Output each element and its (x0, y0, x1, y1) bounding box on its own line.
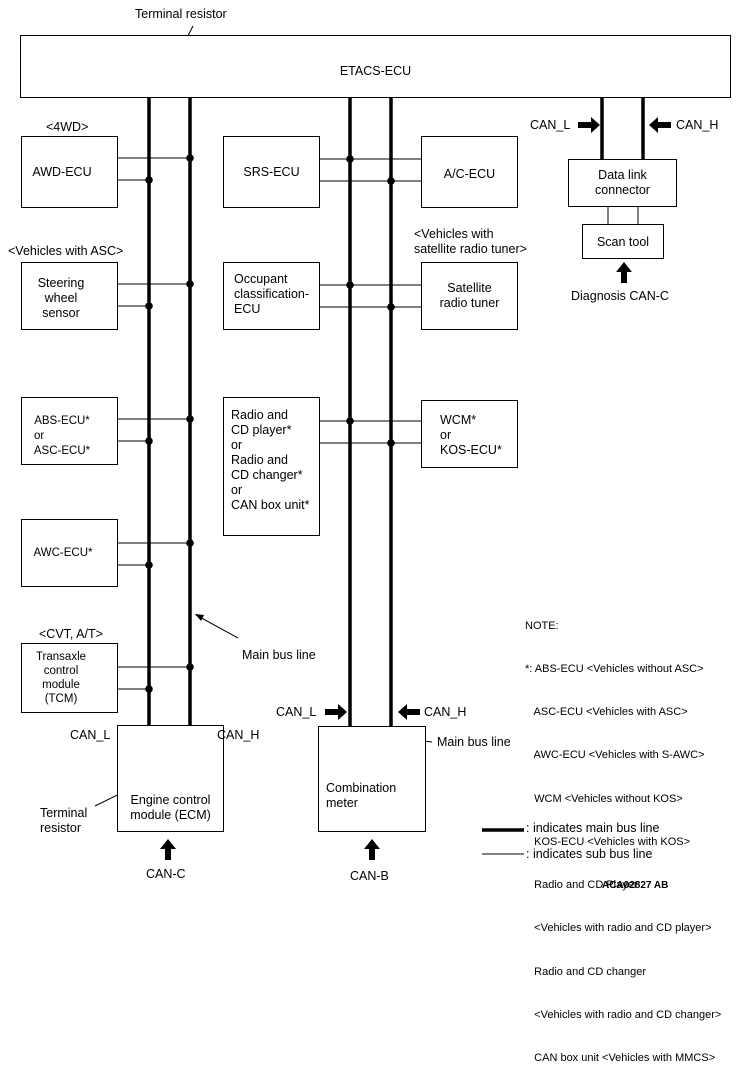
can-b-label: CAN-B (350, 869, 389, 883)
can-l-label-left: CAN_L (70, 728, 111, 742)
main-bus-line-label-center: Main bus line (437, 735, 511, 749)
srs-ecu-box (223, 136, 320, 208)
note-line: ASC-ECU <Vehicles with ASC> (525, 706, 688, 719)
arrow-up-diagnosis (616, 262, 632, 283)
abs-ecu-label: ABS-ECU* or ASC-ECU* (33, 415, 91, 457)
ecm-box (117, 725, 224, 832)
tag-4wd: <4WD> (46, 120, 89, 134)
etacs-ecu-box (20, 35, 731, 98)
can-c-label: CAN-C (146, 867, 186, 881)
legend-sub-bus: : indicates sub bus line (526, 847, 653, 861)
srs-ecu-label: SRS-ECU (243, 165, 300, 179)
awc-ecu-label: AWC-ECU* (33, 547, 93, 559)
diagnosis-can-c-label: Diagnosis CAN-C (571, 289, 669, 303)
arrow-right-can-l-center (325, 704, 347, 720)
can-l-label-center: CAN_L (276, 705, 317, 719)
arrow-up-can-b (364, 839, 380, 860)
data-link-connector-box (568, 159, 677, 207)
awc-ecu-box (21, 519, 118, 587)
steering-sensor-box (21, 262, 118, 330)
note-line: *: ABS-ECU <Vehicles without ASC> (525, 663, 704, 676)
note-line: AWC-ECU <Vehicles with S-AWC> (525, 749, 705, 762)
steering-sensor-label: Steering wheel sensor (37, 276, 85, 320)
ac-ecu-box (421, 136, 518, 208)
arrow-left-can-h-center (398, 704, 420, 720)
abs-ecu-box (21, 397, 118, 465)
junction-dots (145, 154, 395, 693)
tcm-label: Transaxle control module (TCM) (35, 651, 87, 705)
note-line: <Vehicles with radio and CD changer> (525, 1008, 722, 1021)
scan-tool-label: Scan tool (596, 235, 650, 249)
diagram-code: ACA02827 AB (602, 880, 669, 891)
wcm-box (421, 400, 518, 468)
tcm-box (21, 643, 118, 713)
arrow-right-can-l-diag (578, 117, 600, 133)
can-h-label-center: CAN_H (424, 705, 467, 719)
can-l-label-diag: CAN_L (530, 118, 571, 132)
combination-meter-label: Combination meter (326, 781, 397, 810)
awd-ecu-box (21, 136, 118, 208)
tag-cvt-at: <CVT, A/T> (39, 627, 103, 641)
occupant-ecu-label: Occupant classification- ECU (234, 272, 310, 316)
arrow-left-can-h-diag (649, 117, 671, 133)
ecm-label: Engine control module (ECM) (130, 793, 211, 822)
note-line: Radio and CD Player (525, 879, 638, 892)
occupant-ecu-box (223, 262, 320, 330)
data-link-connector-label: Data link connector (595, 168, 650, 197)
main-bus-center (348, 98, 393, 727)
legend-main-bus: : indicates main bus line (526, 821, 660, 835)
radio-box (223, 397, 320, 536)
note-line: KOS-ECU <Vehicles with KOS> (525, 835, 691, 848)
ac-ecu-label: A/C-ECU (443, 167, 496, 181)
satellite-tuner-box (421, 262, 518, 330)
note-line: CAN box unit <Vehicles with MMCS> (525, 1052, 716, 1064)
note-line: Radio and CD changer (525, 965, 647, 978)
main-bus-left (147, 78, 192, 734)
note-line: <Vehicles with radio and CD player> (525, 922, 712, 935)
awd-ecu-label: AWD-ECU (32, 165, 92, 179)
can-h-label-left: CAN_H (217, 728, 260, 742)
etacs-ecu-label: ETACS-ECU (339, 64, 412, 78)
radio-label: Radio and CD player* or Radio and CD cha… (231, 408, 310, 512)
wcm-label: WCM* or KOS-ECU* (440, 413, 502, 457)
combination-meter-box (318, 726, 426, 832)
arrow-up-can-c (160, 839, 176, 860)
legend-lines (482, 828, 524, 855)
satellite-tuner-label: Satellite radio tuner (439, 281, 500, 310)
tag-satellite: <Vehicles with satellite radio tuner> (414, 227, 527, 256)
can-h-label-diag: CAN_H (676, 118, 719, 132)
main-bus-line-label-left: Main bus line (242, 648, 316, 662)
scan-tool-box (582, 224, 664, 259)
terminal-resistor-bottom-label: Terminal resistor (40, 806, 88, 835)
tag-vehicles-with-asc: <Vehicles with ASC> (8, 244, 124, 258)
note-line: WCM <Vehicles without KOS> (525, 792, 683, 805)
note-title: NOTE: (525, 619, 559, 632)
terminal-resistor-top-label: Terminal resistor (135, 7, 227, 21)
